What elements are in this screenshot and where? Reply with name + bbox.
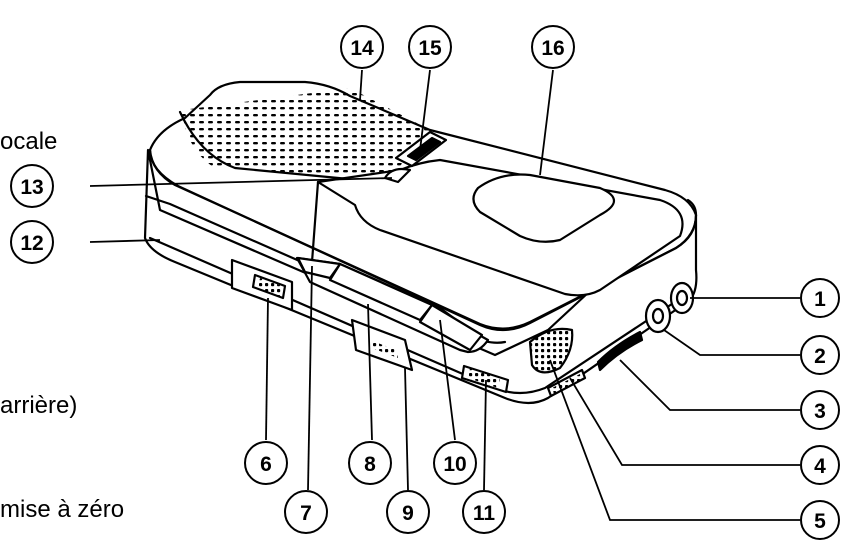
callout-16 (531, 25, 575, 69)
callout-label-8: 8 (364, 453, 376, 476)
device-body (143, 80, 698, 405)
callout-label-12: 12 (20, 232, 43, 255)
callout-label-14: 14 (350, 37, 374, 60)
callout-label-3: 3 (814, 400, 826, 423)
callout-5 (800, 500, 840, 540)
callout-label-10: 10 (443, 453, 466, 476)
callout-label-11: 11 (473, 502, 496, 525)
callout-label-9: 9 (402, 502, 414, 525)
callout-label-13: 13 (20, 176, 43, 199)
callout-label-2: 2 (814, 345, 826, 368)
callout-label-1: 1 (814, 288, 826, 311)
callout-3 (800, 390, 840, 430)
callout-numbers: 1 2 3 4 5 6 7 8 9 10 11 12 13 14 15 16 (20, 37, 826, 533)
callout-10 (433, 441, 477, 485)
callout-11 (462, 490, 506, 534)
callout-8 (348, 441, 392, 485)
caption-fragment-3: mise à zéro (0, 496, 125, 523)
callout-6 (244, 441, 288, 485)
caption-fragment-1: ocale (0, 128, 58, 155)
caption-fragment-2: arrière) (0, 392, 78, 419)
callout-13 (10, 164, 54, 208)
callout-7 (284, 490, 328, 534)
callout-label-7: 7 (300, 502, 312, 525)
callout-label-15: 15 (418, 37, 442, 60)
callout-label-4: 4 (814, 455, 826, 478)
callout-1 (800, 278, 840, 318)
callout-14 (340, 25, 384, 69)
callout-label-6: 6 (260, 453, 272, 476)
leader-lines (89, 69, 800, 521)
callout-12 (10, 220, 54, 264)
callout-9 (386, 490, 430, 534)
callout-label-16: 16 (541, 37, 564, 60)
callout-label-5: 5 (814, 510, 826, 533)
callout-15 (408, 25, 452, 69)
callout-2 (800, 335, 840, 375)
callouts (10, 25, 840, 540)
callout-4 (800, 445, 840, 485)
